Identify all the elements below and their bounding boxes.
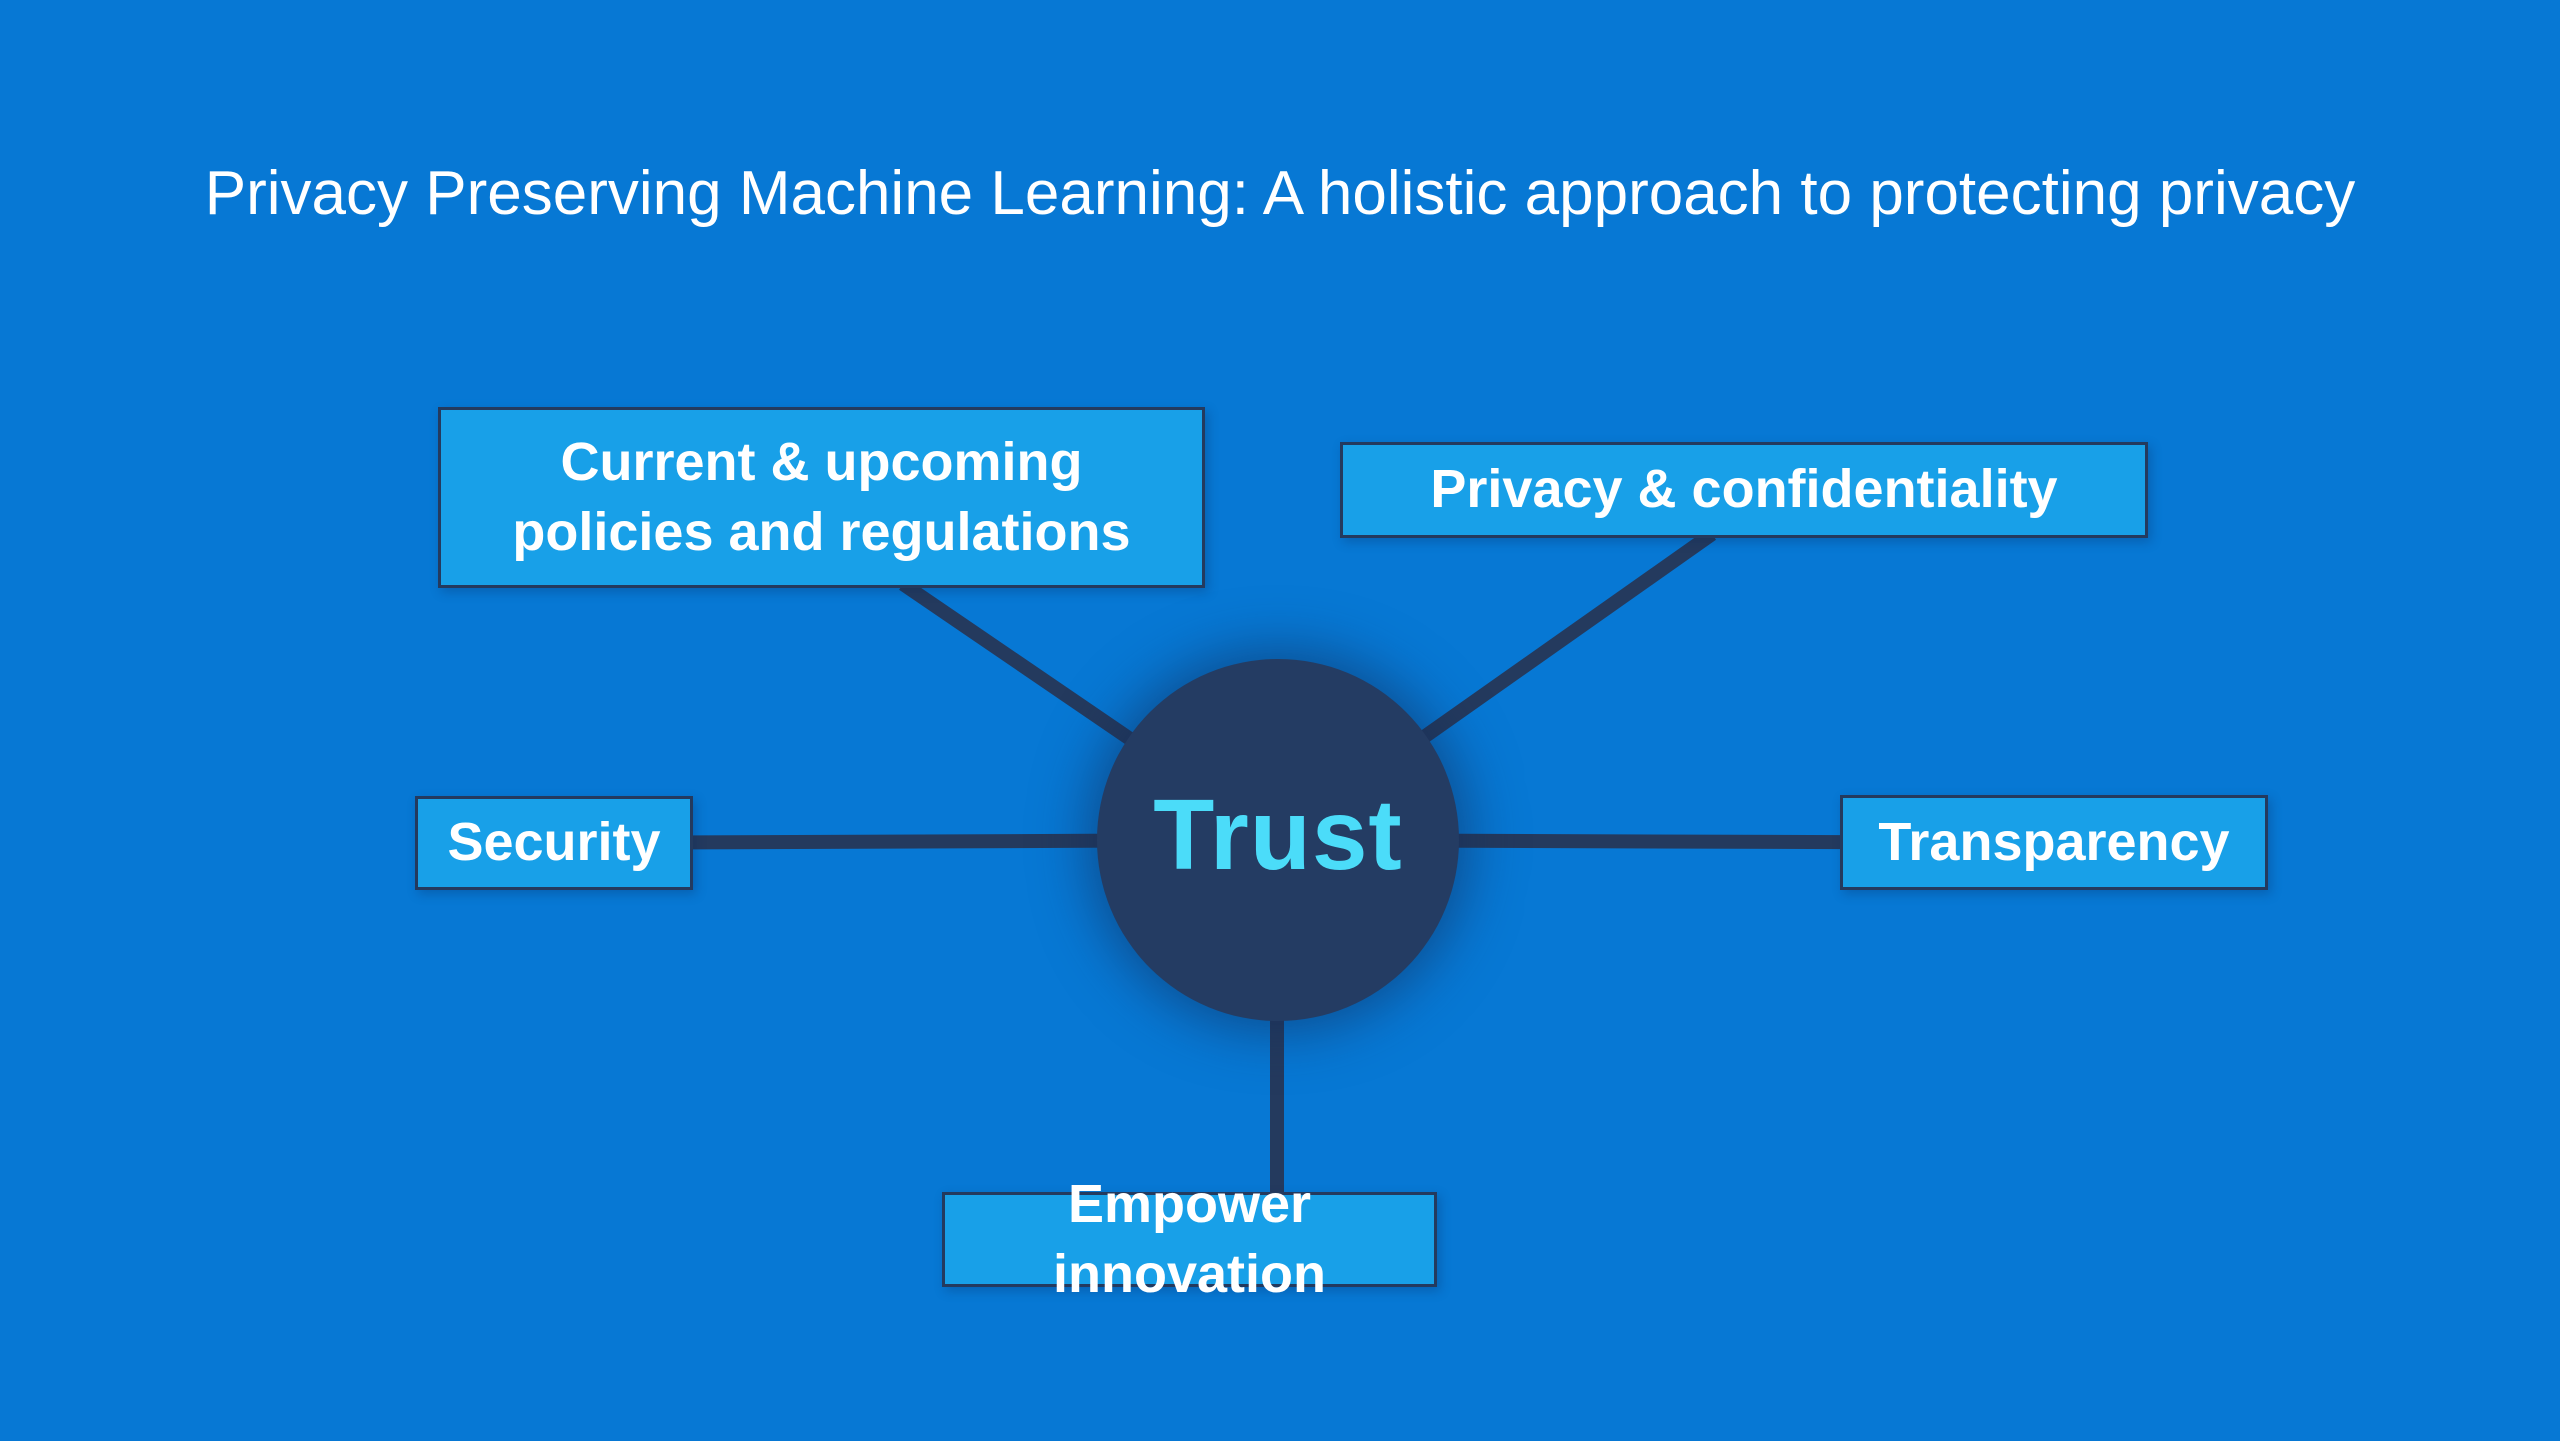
node-security-label: Security	[447, 812, 661, 873]
node-policies-label: Current & upcoming policies and regulati…	[512, 432, 1131, 562]
hub-trust-label: Trust	[1153, 778, 1403, 891]
node-policies-regulations: Current & upcoming policies and regulati…	[438, 407, 1205, 588]
node-security: Security	[415, 796, 693, 890]
node-empower-label: Empower innovation	[1053, 1174, 1326, 1304]
slide-title: Privacy Preserving Machine Learning: A h…	[204, 159, 2356, 228]
node-privacy-label: Privacy & confidentiality	[1430, 459, 2058, 520]
node-transparency: Transparency	[1840, 795, 2268, 890]
hub-trust-circle: Trust	[1097, 659, 1459, 1021]
node-privacy-confidentiality: Privacy & confidentiality	[1340, 442, 2148, 538]
node-transparency-label: Transparency	[1878, 811, 2230, 872]
node-empower-innovation: Empower innovation	[942, 1174, 1437, 1304]
